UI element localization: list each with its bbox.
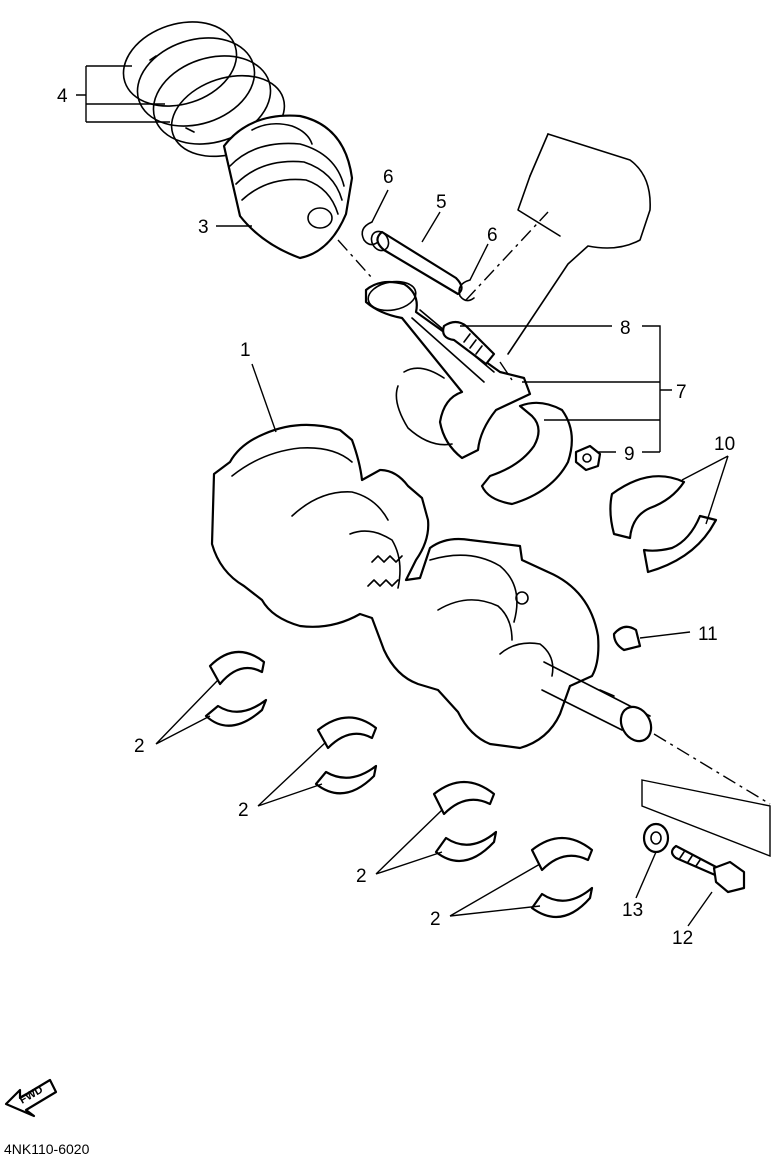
callout-6-b: 6 xyxy=(487,225,498,246)
assembly-alignment-lines xyxy=(337,211,771,858)
washer xyxy=(642,822,670,854)
callout-8: 8 xyxy=(620,318,631,339)
big-end-bearing xyxy=(609,475,718,574)
callout-2-d: 2 xyxy=(430,909,441,930)
rod-bolt xyxy=(442,320,496,366)
crank-bolt xyxy=(670,844,746,894)
callout-3: 3 xyxy=(198,217,209,238)
piston-pin xyxy=(370,230,463,296)
callout-7: 7 xyxy=(676,382,687,403)
callout-5: 5 xyxy=(436,192,447,213)
callout-2-b: 2 xyxy=(238,800,249,821)
callout-11: 11 xyxy=(698,624,718,645)
piston xyxy=(222,114,354,260)
crankshaft xyxy=(210,423,653,750)
woodruff-key xyxy=(612,625,642,652)
rod-nut xyxy=(574,444,602,472)
callout-6-a: 6 xyxy=(383,167,394,188)
fwd-arrow-icon: FWD xyxy=(4,1078,58,1118)
callout-2-c: 2 xyxy=(356,866,367,887)
callout-4: 4 xyxy=(57,86,68,107)
rod-cap xyxy=(480,401,573,506)
leader-lines xyxy=(76,65,729,927)
main-bearing-set-2 xyxy=(314,716,378,795)
main-bearing-set-1 xyxy=(204,650,268,727)
callout-13: 13 xyxy=(622,900,643,921)
callout-12: 12 xyxy=(672,928,693,949)
main-bearing-set-3 xyxy=(432,781,498,862)
callout-2-a: 2 xyxy=(134,736,145,757)
main-bearing-set-4 xyxy=(530,837,594,918)
diagram-code: 4NK110-6020 xyxy=(4,1141,90,1157)
callout-1: 1 xyxy=(240,340,251,361)
callout-9: 9 xyxy=(624,444,635,465)
connecting-rod xyxy=(364,133,651,460)
callout-labels: 1 2 2 2 2 3 4 5 6 6 7 8 9 10 11 12 13 xyxy=(57,86,735,949)
callout-10: 10 xyxy=(714,434,735,455)
circlip-right xyxy=(458,279,475,302)
circlip-left xyxy=(361,221,379,246)
